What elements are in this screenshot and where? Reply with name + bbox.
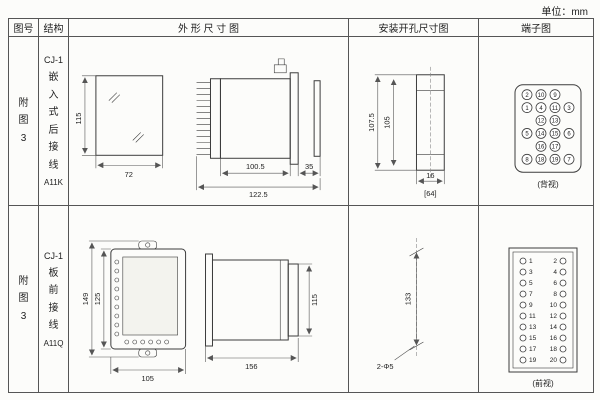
dim-front-h2: 125: [93, 293, 102, 305]
row1-outline-cell: 115 72 100.5: [69, 37, 349, 206]
row2-mount: 板前接线: [48, 267, 59, 332]
svg-text:12: 12: [538, 119, 545, 125]
row2-view-label: (前视): [532, 378, 554, 388]
row2-terminal-drawing: 1 2 3 4 5 6 7 8 9 10 11 12 13 14 15 16: [508, 247, 578, 388]
dim-install-v2: 105: [383, 116, 392, 128]
header-outline: 外 形 尺 寸 图: [69, 19, 349, 37]
row1-view-label: (背视): [537, 179, 559, 189]
svg-text:7: 7: [529, 291, 533, 298]
header-structure: 结构: [39, 19, 69, 37]
row1-mount: 嵌入式后接线: [48, 72, 59, 171]
row2-model: CJ-1: [43, 250, 63, 261]
dim-front-h1: 149: [81, 293, 90, 305]
svg-text:16: 16: [550, 335, 558, 342]
row2-code: A11Q: [43, 338, 64, 348]
row2-side-view: 156 115: [205, 253, 319, 371]
svg-text:5: 5: [529, 280, 533, 287]
dim-side-d1: 100.5: [246, 162, 265, 171]
svg-text:3: 3: [567, 106, 571, 112]
svg-text:5: 5: [525, 132, 529, 138]
row2-install-cell: 133 2-Φ5: [349, 206, 479, 392]
svg-text:8: 8: [525, 157, 529, 163]
row2-fig-no: 附图3: [18, 275, 29, 322]
dim-front-height: 115: [74, 113, 83, 125]
svg-text:19: 19: [552, 157, 559, 163]
svg-text:13: 13: [552, 119, 559, 125]
svg-text:15: 15: [529, 335, 537, 342]
row1-install-cell: 107.5 105 16 [64]: [349, 37, 479, 206]
svg-text:13: 13: [529, 324, 537, 331]
row2-terminal-cell: 1 2 3 4 5 6 7 8 9 10 11 12 13 14 15 16: [479, 206, 593, 392]
svg-text:18: 18: [538, 157, 545, 163]
header-terminal: 端子图: [479, 19, 593, 37]
unit-label: 单位：mm: [541, 7, 588, 18]
svg-text:3: 3: [529, 269, 533, 276]
dim-side-h: 115: [310, 294, 319, 306]
row2-install-drawing: 133 2-Φ5: [377, 238, 424, 371]
svg-text:14: 14: [538, 132, 545, 138]
svg-text:2: 2: [553, 258, 557, 265]
dim-side-total: 122.5: [249, 190, 268, 199]
dim-install-w1: 16: [426, 171, 434, 180]
terminal-circles-front: 1 2 3 4 5 6 7 8 9 10 11 12 13 14 15 16: [519, 257, 567, 364]
header-fig-no: 图号: [9, 19, 39, 37]
svg-text:4: 4: [539, 106, 543, 112]
svg-text:15: 15: [552, 132, 559, 138]
svg-text:14: 14: [550, 324, 558, 331]
header-install: 安装开孔尺寸图: [349, 19, 479, 37]
dim-install-w2: [64]: [424, 189, 436, 198]
dim-front-w: 105: [141, 374, 153, 383]
svg-text:18: 18: [550, 346, 558, 353]
row1-structure-cell: CJ-1 嵌入式后接线 A11K: [39, 37, 69, 206]
row1-outline-drawing: 115 72 100.5: [74, 58, 321, 199]
row1-fig-no-cell: 附图3: [9, 37, 39, 206]
svg-text:1: 1: [529, 258, 533, 265]
row1-terminal-drawing: 2 10 9 1 4 11 3 12 13 5 14 15 6 16 17 8: [514, 84, 582, 189]
row1-fig-no: 附图3: [18, 97, 29, 144]
svg-text:11: 11: [552, 106, 559, 112]
svg-text:10: 10: [550, 302, 558, 309]
svg-text:1: 1: [525, 106, 529, 112]
svg-text:16: 16: [538, 145, 545, 151]
row2-outline-drawing: 149 125 105 156: [81, 240, 319, 383]
row1-install-drawing: 107.5 105 16 [64]: [367, 66, 445, 198]
svg-text:12: 12: [550, 313, 558, 320]
svg-text:11: 11: [529, 313, 536, 320]
dim-install-v1: 107.5: [367, 113, 376, 132]
row1-code: A11K: [44, 178, 63, 187]
dim-install-v: 133: [404, 293, 413, 306]
row1-model: CJ-1: [43, 55, 63, 65]
svg-text:6: 6: [567, 132, 571, 138]
svg-text:17: 17: [529, 346, 537, 353]
svg-text:9: 9: [553, 93, 557, 99]
svg-text:19: 19: [529, 357, 537, 364]
row1-terminal-cell: 2 10 9 1 4 11 3 12 13 5 14 15 6 16 17 8: [479, 37, 593, 206]
svg-text:2: 2: [525, 93, 529, 99]
svg-text:4: 4: [553, 269, 557, 276]
row1-side-view: 100.5 35 122.5: [196, 58, 321, 199]
row2-structure-cell: CJ-1 板前接线 A11Q: [39, 206, 69, 392]
row2-front-view: 149 125 105: [81, 240, 187, 383]
svg-text:9: 9: [529, 302, 533, 309]
dim-side-d2: 35: [305, 162, 313, 171]
svg-text:8: 8: [553, 291, 557, 298]
svg-text:17: 17: [552, 145, 559, 151]
terminal-circles-back: 2 10 9 1 4 11 3 12 13 5 14 15 6 16 17 8: [521, 89, 575, 165]
svg-text:7: 7: [567, 157, 571, 163]
svg-text:10: 10: [538, 93, 545, 99]
row2-fig-no-cell: 附图3: [9, 206, 39, 392]
dim-front-width: 72: [125, 170, 133, 179]
spec-table: 图号 结构 外 形 尺 寸 图 安装开孔尺寸图 端子图 附图3 CJ-1 嵌入式…: [8, 18, 594, 393]
dim-side-w: 156: [245, 362, 257, 371]
row2-holes: 133 2-Φ5: [377, 238, 424, 371]
row1-front-view: 115 72: [74, 75, 164, 179]
svg-text:6: 6: [553, 280, 557, 287]
svg-text:20: 20: [550, 357, 558, 364]
holes-label: 2-Φ5: [377, 362, 394, 371]
row1-cutout: 107.5 105 16 [64]: [367, 66, 445, 198]
row2-outline-cell: 149 125 105 156: [69, 206, 349, 392]
